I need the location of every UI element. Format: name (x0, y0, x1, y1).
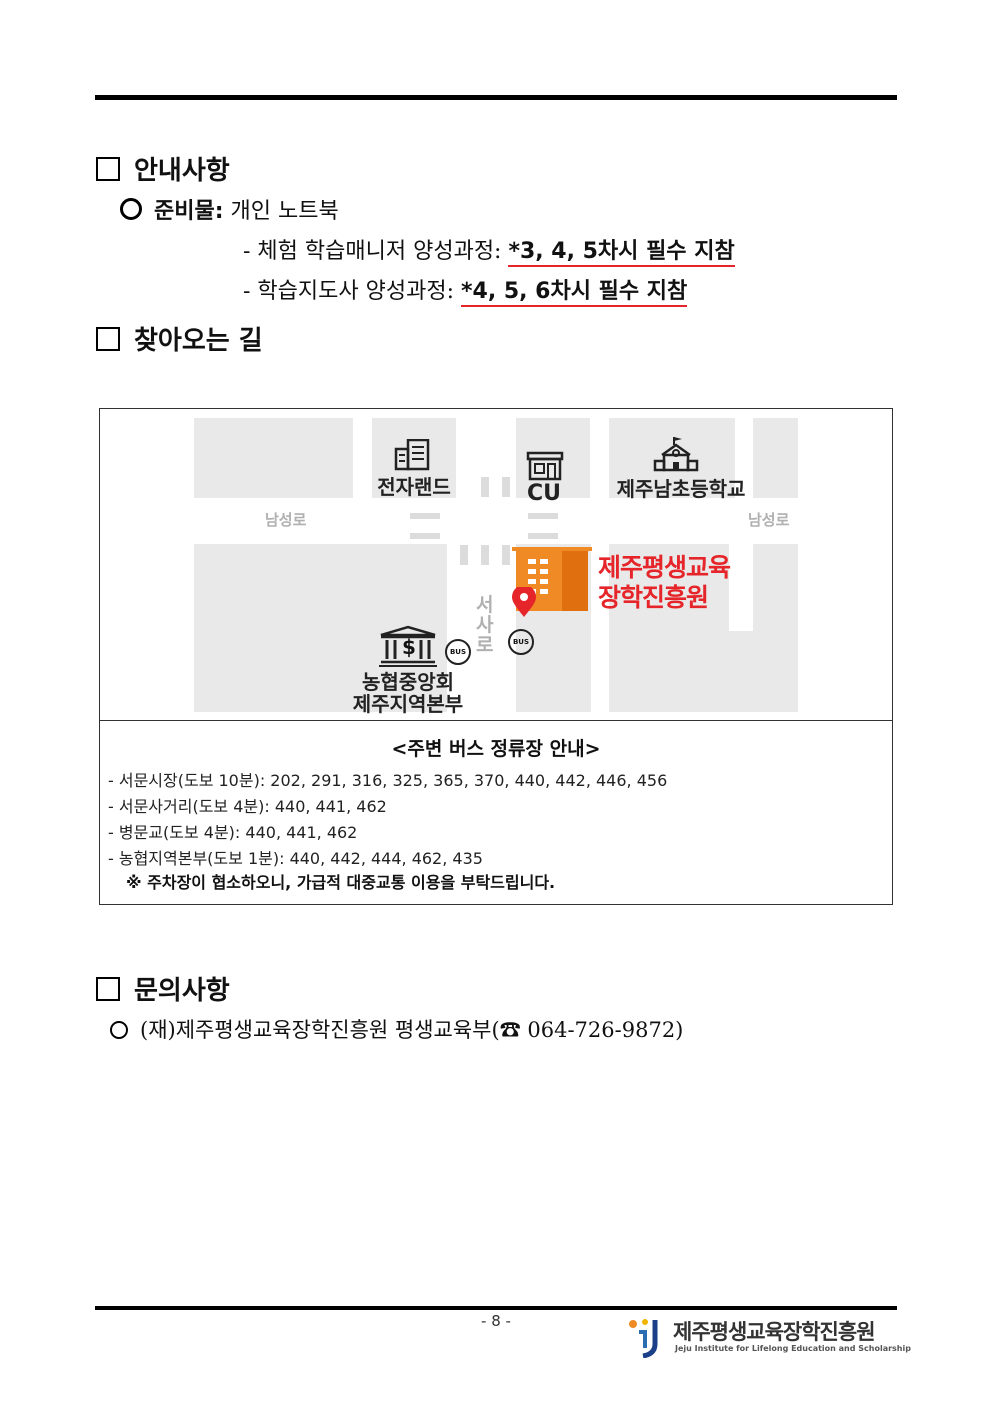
place-jeonja-land: 전자랜드 (377, 475, 451, 499)
crosswalk-mark (528, 513, 558, 519)
circle-bullet-icon (110, 1021, 128, 1039)
institute-logo: 제주평생교육장학진흥원 Jeju Institute for Lifelong … (625, 1316, 911, 1358)
inquiry-contact: (재)제주평생교육장학진흥원 평생교육부(☎ 064-726-9872) (110, 1014, 683, 1044)
crosswalk-mark (481, 545, 489, 565)
place-institute: 제주평생교육 장학진흥원 (598, 553, 731, 612)
crosswalk-mark (410, 533, 440, 539)
place-nh-jeju-regional: 농협중앙회 제주지역본부 (352, 670, 464, 716)
office-building-icon (394, 439, 430, 471)
bus-info-title: <주변 버스 정류장 안내> (391, 738, 601, 760)
bus-stop-item: - 서문사거리(도보 4분): 440, 441, 462 (108, 797, 387, 816)
location-map: 남성로 남성로 서사로 전자랜드 CU (100, 409, 892, 720)
crosswalk-mark (502, 545, 510, 565)
road-label-seosa: 서사로 (476, 594, 494, 656)
checkbox-square-icon (96, 157, 120, 181)
checkbox-square-icon (96, 327, 120, 351)
map-divider (100, 720, 892, 721)
circle-bullet-icon (120, 198, 142, 220)
phone-icon: ☎ (499, 1018, 521, 1042)
bus-stop-item: - 병문교(도보 4분): 440, 441, 462 (108, 823, 358, 842)
prep-item-1: - 체험 학습매니저 양성과정: *3, 4, 5차시 필수 지참 (243, 233, 735, 267)
inquiry-heading: 문의사항 (96, 970, 230, 1007)
prep-line: 준비물: 개인 노트북 (120, 193, 339, 225)
map-frame: 남성로 남성로 서사로 전자랜드 CU (99, 408, 893, 905)
crosswalk-mark (481, 477, 489, 497)
logo-mark-icon (629, 1319, 658, 1358)
dollar-sign: $ (402, 635, 416, 659)
location-pin-icon (512, 587, 536, 617)
bus-stop-icon: BUS (445, 639, 471, 665)
road-label-namseong-left: 남성로 (265, 511, 307, 529)
map-block (753, 418, 798, 498)
checkbox-square-icon (96, 977, 120, 1001)
place-cu: CU (526, 481, 561, 506)
bank-icon (379, 625, 437, 667)
map-block (194, 418, 353, 498)
crosswalk-mark (410, 513, 440, 519)
bus-stop-item: - 농협지역본부(도보 1분): 440, 442, 444, 462, 435 (108, 849, 483, 868)
logo-name: 제주평생교육장학진흥원 (673, 1320, 876, 1344)
page-number: - 8 - (481, 1312, 511, 1330)
bus-stop-icon: BUS (508, 629, 534, 655)
map-block (729, 631, 798, 712)
top-rule (95, 95, 897, 100)
map-block (609, 418, 735, 498)
store-icon (526, 451, 564, 481)
bottom-rule (95, 1306, 897, 1310)
map-block (753, 544, 798, 634)
bus-stop-item: - 서문시장(도보 10분): 202, 291, 316, 325, 365,… (108, 771, 668, 790)
map-block (609, 544, 729, 712)
crosswalk-mark (528, 533, 558, 539)
road-label-namseong-right: 남성로 (748, 511, 790, 529)
logo-subtitle: Jeju Institute for Lifelong Education an… (675, 1344, 911, 1353)
crosswalk-mark (502, 477, 510, 497)
crosswalk-mark (460, 545, 468, 565)
prep-item-2: - 학습지도사 양성과정: *4, 5, 6차시 필수 지참 (243, 273, 688, 307)
parking-note: ※ 주차장이 협소하오니, 가급적 대중교통 이용을 부탁드립니다. (126, 873, 556, 892)
school-icon (653, 437, 699, 472)
directions-heading: 찾아오는 길 (96, 320, 263, 357)
place-jeju-nam-elementary: 제주남초등학교 (616, 477, 746, 501)
notice-heading: 안내사항 (96, 150, 230, 187)
